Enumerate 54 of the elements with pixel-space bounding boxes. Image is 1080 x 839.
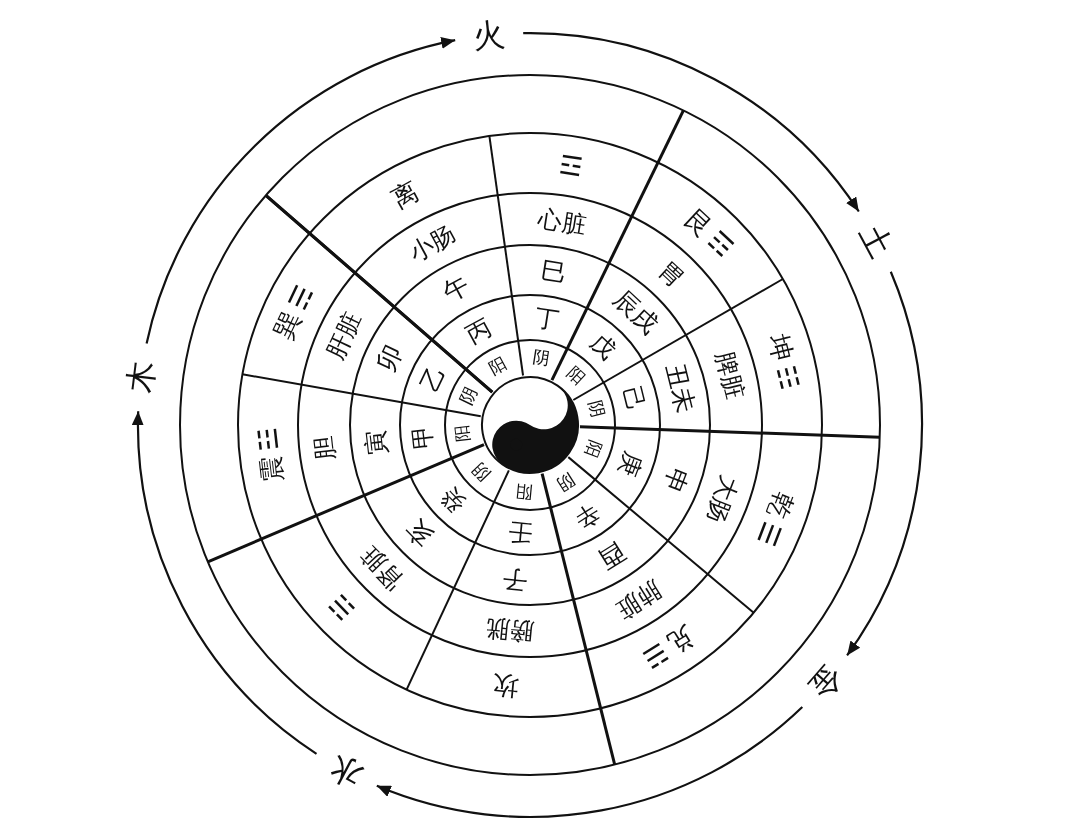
- element-label: 火: [471, 17, 507, 53]
- organ-label: 肝脏: [322, 309, 366, 364]
- trigram-label: ☲: [557, 151, 585, 181]
- arrow: [132, 411, 318, 755]
- branch-character: 丑未: [662, 360, 699, 415]
- yin-yang-character: 阳: [582, 438, 604, 461]
- yin-yang-character: 阴: [585, 398, 606, 419]
- arrow: [523, 32, 860, 213]
- branch-character: 午: [439, 271, 473, 306]
- stem-character: 癸: [435, 482, 470, 517]
- stem-character: 庚: [614, 448, 646, 479]
- trigram-label: ☵: [324, 589, 359, 625]
- yin-yang-character: 阳: [564, 363, 588, 388]
- arrow: [846, 271, 923, 656]
- element-label: 水: [324, 749, 368, 793]
- branch-character: 酉: [594, 539, 630, 574]
- organ-label: 胆: [312, 435, 339, 462]
- organ-label: 大肠: [702, 472, 743, 526]
- stem-character: 甲: [409, 423, 437, 451]
- yin-yang-character: 阴: [457, 384, 481, 408]
- yin-yang-character: 阳: [486, 354, 510, 378]
- branch-character: 寅: [362, 428, 390, 457]
- yin-yang-character: 阳: [514, 482, 533, 502]
- trigram-label: 坎: [490, 671, 520, 700]
- branch-character: 卯: [373, 341, 407, 375]
- arrow: [376, 706, 803, 818]
- yin-yang-character: 阴: [530, 348, 551, 368]
- stem-character: 壬: [506, 518, 533, 546]
- stem-character: 丁: [533, 305, 561, 333]
- organ-label: 肺脏: [612, 576, 666, 623]
- trigram-symbol: ☳: [253, 425, 283, 452]
- yin-yang-character: 阴: [554, 470, 578, 494]
- organ-label: 心脏: [536, 205, 588, 238]
- trigram-label: 坤: [764, 331, 797, 364]
- element-label: 木: [123, 359, 159, 395]
- organ-label: 小肠: [404, 222, 459, 266]
- branch-character: 巳: [539, 257, 569, 287]
- trigram-symbol: ☷: [772, 362, 804, 392]
- arrow: [145, 37, 456, 344]
- trigram-symbol: ☴: [283, 281, 318, 314]
- element-label: 金: [803, 659, 849, 705]
- stem-character: 丙: [462, 314, 495, 347]
- branch-character: 子: [501, 565, 529, 593]
- stem-character: 己: [619, 384, 649, 414]
- organ-label: 脾脏: [712, 349, 748, 402]
- yin-yang-character: 阳: [453, 423, 473, 442]
- stem-character: 乙: [417, 362, 449, 395]
- yin-yang-character: 阴: [469, 459, 494, 484]
- trigram-label: 离: [387, 177, 423, 213]
- organ-label: 膀胱: [485, 615, 536, 645]
- stem-character: 辛: [570, 499, 604, 533]
- branch-character: 申: [658, 464, 691, 497]
- trigram-label: 震: [256, 454, 286, 484]
- element-label: 土: [854, 219, 898, 263]
